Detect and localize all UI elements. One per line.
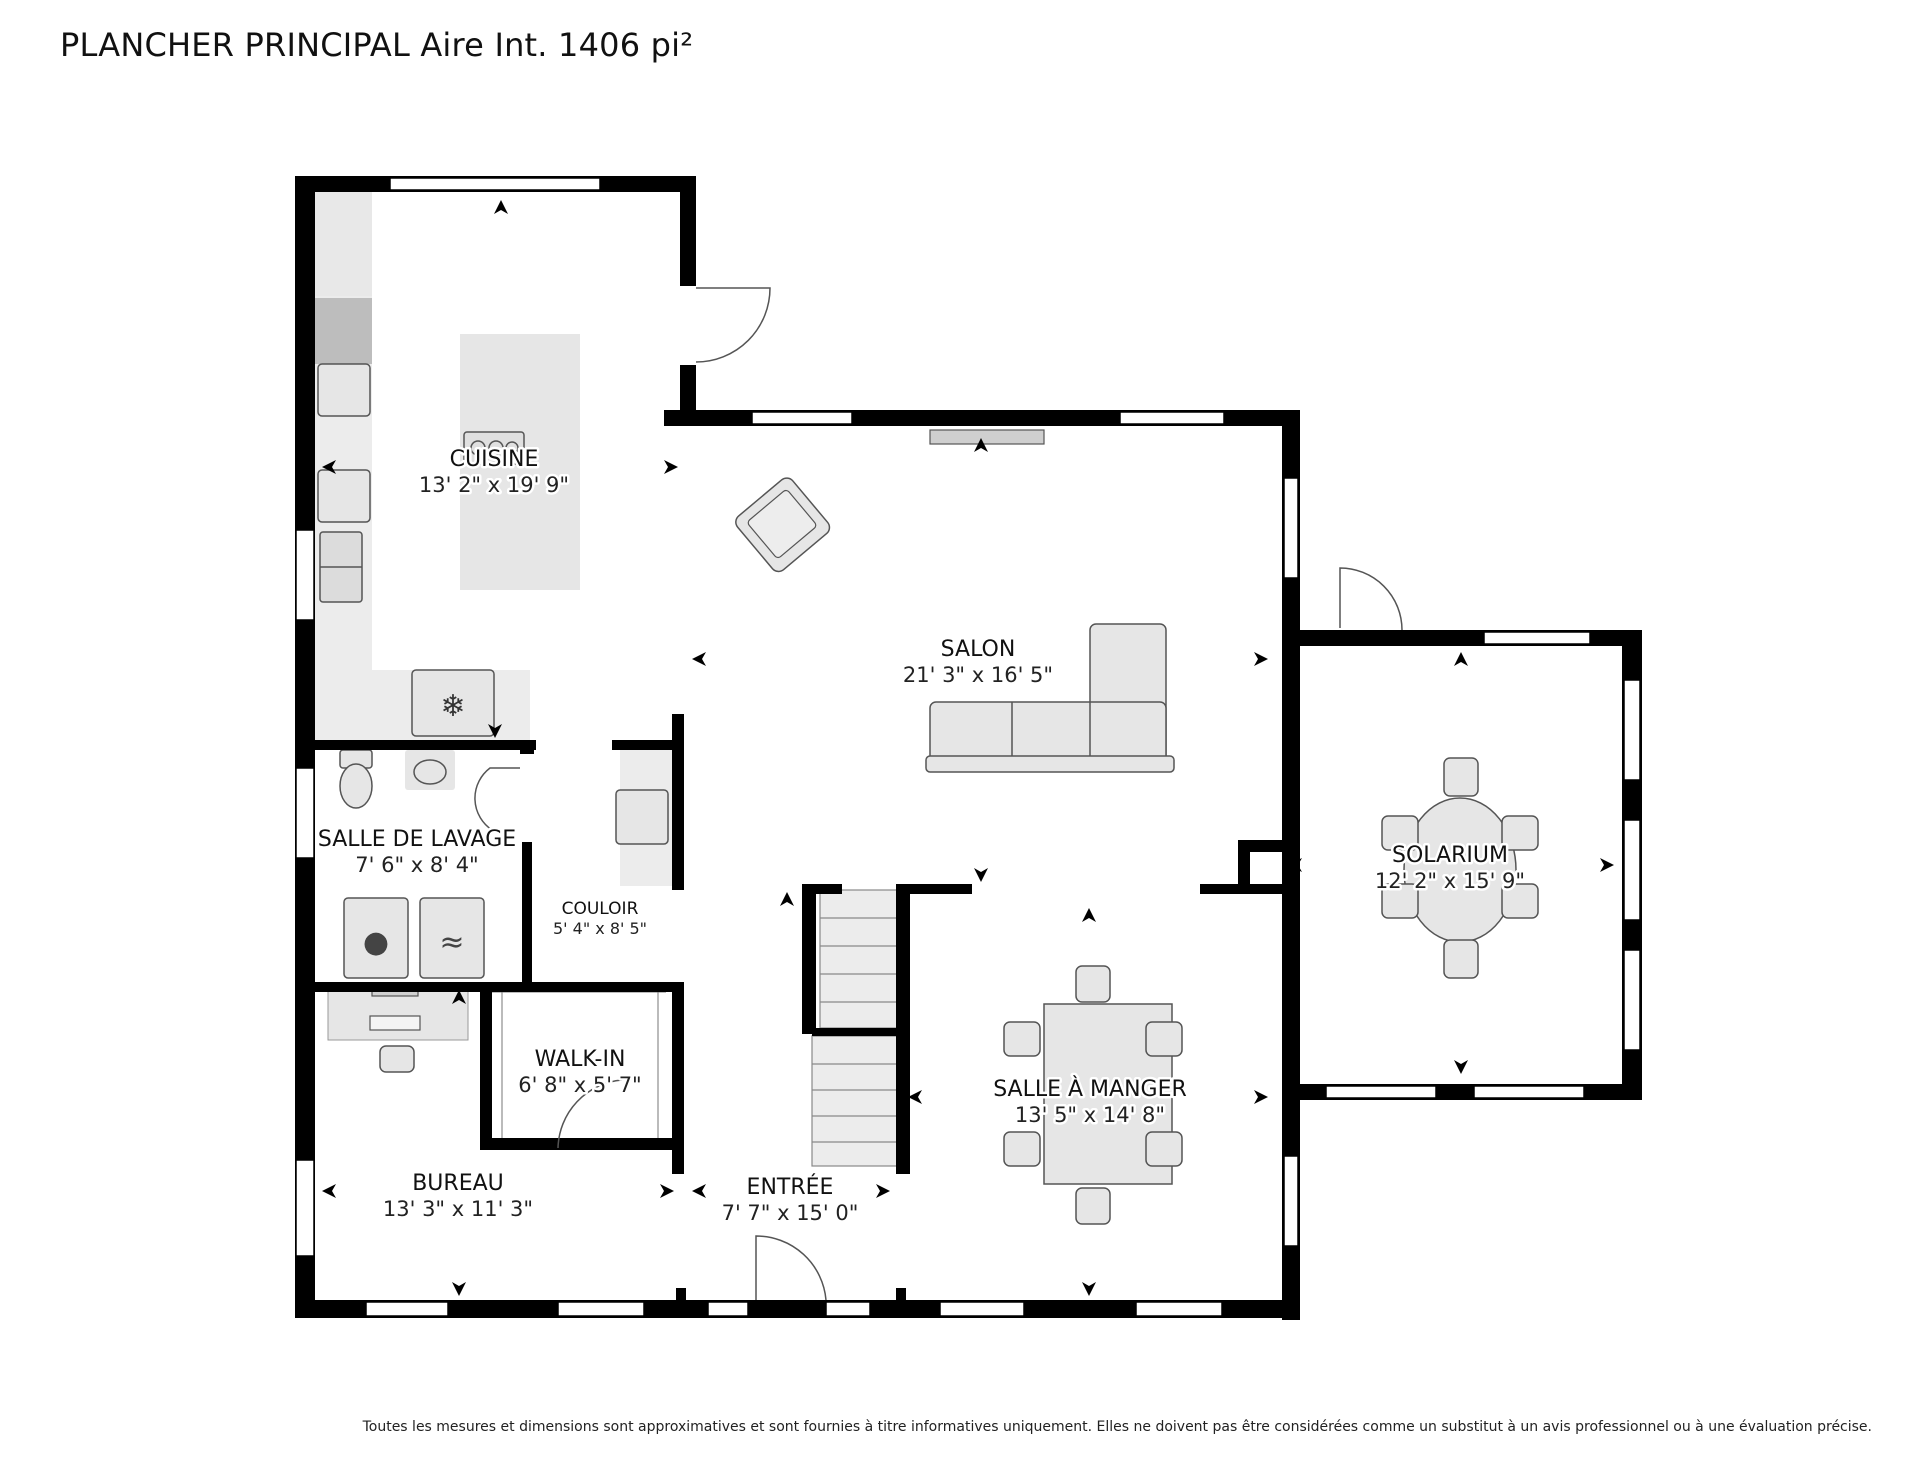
camera-arrow-icon (1600, 858, 1614, 872)
sink-basin (413, 759, 447, 785)
room-dims-couloir: 5' 4" x 8' 5" (553, 919, 647, 938)
camera-arrow-icon (780, 892, 794, 906)
room-dims-salon: 21' 3" x 16' 5" (903, 663, 1053, 687)
dining-set (1003, 965, 1183, 1225)
page-title: PLANCHER PRINCIPAL Aire Int. 1406 pi² (60, 26, 694, 64)
keyboard (369, 1015, 421, 1031)
camera-arrow-icon (1288, 858, 1302, 872)
room-dims-salle-a-manger: 13' 5" x 14' 8" (1015, 1103, 1165, 1127)
solarium-table-set (1381, 757, 1539, 979)
room-dims-cuisine: 13' 2" x 19' 9" (419, 473, 569, 497)
disclaimer: Toutes les mesures et dimensions sont ap… (362, 1419, 1872, 1435)
room-dims-walk-in: 6' 8" x 5' 7" (518, 1073, 641, 1097)
burner (505, 441, 519, 455)
camera-arrow-icon (692, 1184, 706, 1198)
windows (295, 177, 1641, 1317)
drop-icon: ● (363, 925, 389, 960)
camera-arrow-icon (1082, 1282, 1096, 1296)
room-name-entree: ENTRÉE (747, 1174, 834, 1200)
room-name-salon: SALON (941, 637, 1016, 662)
fridge (411, 669, 495, 737)
snowflake-icon: ❄ (440, 689, 465, 724)
room-dims-entree: 7' 7" x 15' 0" (722, 1201, 859, 1225)
kitchen-exterior-door (695, 287, 771, 363)
solarium-door (1339, 567, 1403, 631)
dryer (419, 897, 485, 979)
toilet-bowl (339, 763, 373, 809)
camera-arrow-icon (1454, 1060, 1468, 1074)
camera-arrow-icon (1254, 652, 1268, 666)
kitchen-counter-top (314, 190, 372, 296)
entry-door (755, 1235, 827, 1301)
camera-arrow-icon (974, 868, 988, 882)
camera-arrow-icon (452, 1282, 466, 1296)
burner (488, 440, 504, 456)
laundry-fixtures: ● ≈ (339, 749, 485, 979)
cooktop (463, 431, 525, 465)
room-dims-solarium: 12' 2" x 15' 9" (1375, 869, 1525, 893)
camera-arrow-icon (664, 460, 678, 474)
office-fixtures (327, 987, 469, 1073)
camera-arrow-icon (876, 1184, 890, 1198)
armchair (735, 477, 831, 573)
camera-arrow-icon (1254, 1090, 1268, 1104)
room-name-solarium: SOLARIUM (1392, 843, 1508, 868)
office-chair (379, 1045, 415, 1073)
room-labels: CUISINE 13' 2" x 19' 9" SALON 21' 3" x 1… (315, 445, 1527, 1228)
room-dims-salle-de-lavage: 7' 6" x 8' 4" (355, 853, 478, 877)
washer (343, 897, 409, 979)
burner (470, 440, 486, 456)
room-name-salle-de-lavage: SALLE DE LAVAGE (318, 827, 516, 852)
camera-arrow-icon (488, 724, 502, 738)
desk (327, 987, 469, 1041)
laundry-door (474, 767, 520, 831)
kitchen-fixtures: ❄ (314, 190, 580, 740)
room-name-bureau: BUREAU (412, 1171, 504, 1196)
camera-arrow-icon (1082, 908, 1096, 922)
wave-icon: ≈ (439, 925, 464, 960)
camera-arrow-icon (974, 438, 988, 452)
camera-arrow-icon (322, 1184, 336, 1198)
camera-arrow-icon (322, 460, 336, 474)
room-dims-bureau: 13' 3" x 11' 3" (383, 1197, 533, 1221)
stove (314, 298, 372, 364)
walk-in-door (557, 1079, 623, 1149)
sectional-sofa (925, 623, 1175, 773)
room-name-couloir: COULOIR (562, 899, 639, 919)
room-name-cuisine: CUISINE (450, 447, 539, 472)
camera-arrow-icon (660, 1184, 674, 1198)
camera-arrow-icon (494, 200, 508, 214)
stool (317, 469, 371, 523)
hall-bench (615, 789, 669, 845)
staircase (811, 889, 901, 1167)
room-name-salle-a-manger: SALLE À MANGER (993, 1076, 1187, 1102)
doors (474, 287, 1403, 1301)
fireplace (929, 429, 1045, 445)
stool (317, 363, 371, 417)
camera-arrow-icon (908, 1090, 922, 1104)
camera-arrow-icons (322, 200, 1614, 1296)
camera-arrow-icon (1454, 652, 1468, 666)
camera-arrow-icon (452, 990, 466, 1004)
room-name-walk-in: WALK-IN (535, 1047, 626, 1072)
camera-arrow-icon (692, 652, 706, 666)
